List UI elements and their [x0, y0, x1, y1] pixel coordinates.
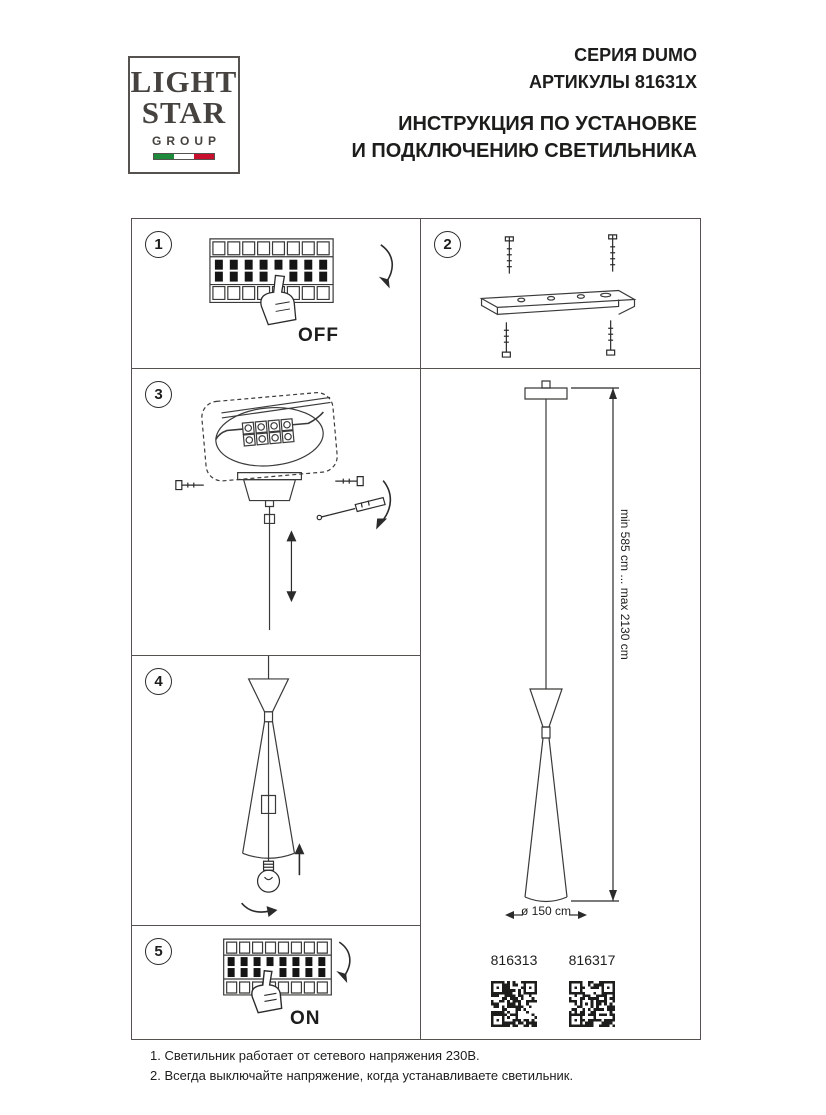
step-3-number: 3: [145, 381, 172, 408]
series-title: СЕРИЯ DUMO: [574, 45, 697, 65]
steps-grid: 1: [131, 218, 701, 1040]
pendant-lamp-illustration: [505, 369, 700, 919]
wiring-assembly-illustration: [132, 369, 420, 655]
step-5-panel: 5: [132, 926, 421, 1039]
logo-word-star: STAR: [141, 95, 227, 130]
bracket-illustration: [479, 219, 637, 368]
logo-word-group: GROUP: [151, 134, 221, 148]
article-number-816313: 816313: [490, 952, 538, 968]
italy-flag-icon: [153, 153, 215, 160]
step-4-number: 4: [145, 668, 172, 695]
height-range-dimension: min 585 cm ... max 2130 cm: [618, 509, 632, 660]
step-4-panel: 4: [132, 656, 421, 926]
on-label: ON: [290, 1008, 321, 1029]
step-1-panel: 1: [132, 219, 421, 369]
qr-code-816317: [569, 981, 615, 1027]
article-number-816317: 816317: [568, 952, 616, 968]
step-2-number: 2: [434, 231, 461, 258]
diameter-dimension: ø 150 cm: [520, 904, 571, 918]
off-label: OFF: [298, 325, 339, 346]
breaker-off-illustration: [132, 219, 420, 368]
step-2-panel: 2: [421, 219, 700, 369]
footnotes: 1. Светильник работает от сетевого напря…: [150, 1046, 573, 1086]
lightstar-logo: LIGHT STAR GROUP: [128, 56, 240, 174]
qr-code-816313: [491, 981, 537, 1027]
instruction-title-line2: И ПОДКЛЮЧЕНИЮ СВЕТИЛЬНИКА: [351, 140, 697, 162]
footnote-1: 1. Светильник работает от сетевого напря…: [150, 1048, 480, 1063]
step-1-number: 1: [145, 231, 172, 258]
instruction-title-line1: ИНСТРУКЦИЯ ПО УСТАНОВКЕ: [398, 113, 697, 135]
logo-word-light: LIGHT: [130, 64, 238, 99]
step-5-number: 5: [145, 938, 172, 965]
step-3-panel: 3: [132, 369, 421, 656]
articles-title: АРТИКУЛЫ 81631X: [529, 72, 697, 92]
breaker-on-illustration: [132, 926, 420, 1039]
header-block: СЕРИЯ DUMO АРТИКУЛЫ 81631X ИНСТРУКЦИЯ ПО…: [277, 42, 697, 165]
lamp-dimensions-panel: min 585 cm ... max 2130 cm ø 150 cm 8163…: [421, 369, 700, 1039]
shade-bulb-illustration: [132, 656, 305, 918]
footnote-2: 2. Всегда выключайте напряжение, когда у…: [150, 1068, 574, 1083]
